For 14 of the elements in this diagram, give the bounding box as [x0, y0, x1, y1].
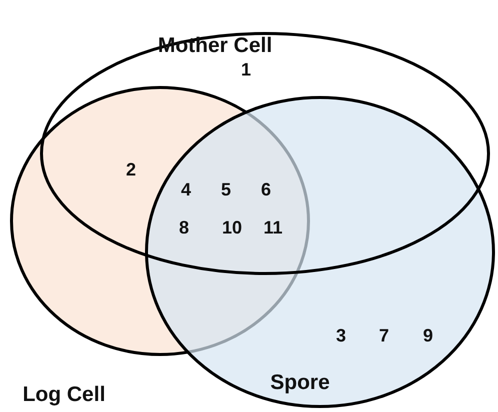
set-label: Log Cell: [22, 383, 106, 407]
region-number: 6: [261, 180, 271, 200]
region-number: 8: [179, 218, 189, 238]
set-label: Mother Cell: [158, 34, 272, 58]
region-number: 9: [423, 326, 433, 346]
region-number: 4: [181, 180, 191, 200]
region-number: 2: [126, 160, 136, 180]
region-number: 7: [379, 326, 389, 346]
set-label: Spore: [270, 371, 330, 395]
region-number: 5: [221, 180, 231, 200]
region-number: 10: [222, 218, 242, 238]
region-number: 11: [263, 218, 283, 238]
region-number: 1: [241, 60, 251, 80]
region-number: 3: [336, 326, 346, 346]
